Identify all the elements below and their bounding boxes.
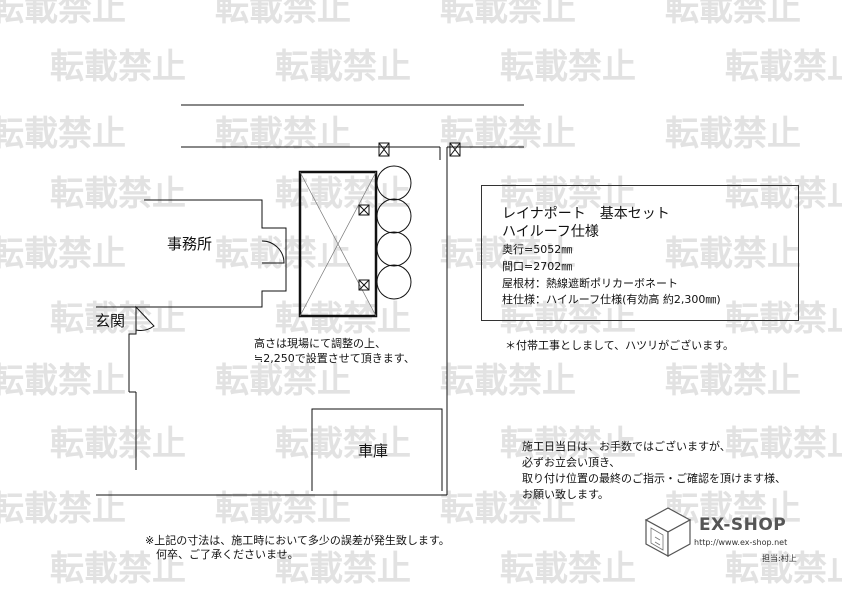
watermark-text: 転載禁止 <box>215 234 351 274</box>
plant-circle <box>376 165 412 201</box>
spec-roof: 屋根材：熱線遮断ポリカーボネート <box>502 277 678 290</box>
watermark-text: 転載禁止 <box>215 489 351 529</box>
watermark-text: 転載禁止 <box>725 174 842 214</box>
road-marker-right <box>449 142 461 157</box>
dimension-note-line1: ※上記の寸法は、施工時において多少の誤差が発生致します。 <box>145 534 450 547</box>
watermark-text: 転載禁止 <box>0 361 126 401</box>
watermark-text: 転載禁止 <box>440 0 576 29</box>
spec-post: 柱仕様：ハイルーフ仕様(有効高 約2,300㎜) <box>502 293 721 306</box>
watermark-text: 転載禁止 <box>50 174 186 214</box>
spec-subtitle: ハイルーフ仕様 <box>502 224 599 240</box>
watermark-text: 転載禁止 <box>0 0 126 29</box>
carport-post-bottom-left <box>358 279 370 291</box>
watermark-text: 転載禁止 <box>500 424 636 464</box>
watermark-text: 転載禁止 <box>725 424 842 464</box>
install-note-line4: お願い致します。 <box>522 488 609 501</box>
carport-outline <box>298 170 378 318</box>
logo-brand: EX-SHOP <box>699 515 787 535</box>
spec-width: 間口=2702㎜ <box>502 260 573 273</box>
watermark-text: 転載禁止 <box>0 114 126 154</box>
watermark-text: 転載禁止 <box>215 0 351 29</box>
dimension-note-line2: 何卒、ご了承くださいませ。 <box>156 548 299 561</box>
watermark-text: 転載禁止 <box>50 549 186 589</box>
entrance-label: 玄関 <box>95 312 126 330</box>
watermark-text: 転載禁止 <box>275 549 411 589</box>
plant-circle <box>376 231 412 267</box>
watermark-text: 転載禁止 <box>665 114 801 154</box>
watermark-text: 転載禁止 <box>725 47 842 87</box>
watermark-text: 転載禁止 <box>500 299 636 339</box>
logo-url: http://www.ex-shop.net <box>694 538 788 547</box>
building-outline <box>96 199 287 308</box>
plant-circle <box>376 264 412 300</box>
watermark-text: 転載禁止 <box>0 489 126 529</box>
carport-post-top-left <box>358 204 370 216</box>
carport-cross-2 <box>299 171 377 317</box>
road-marker-left <box>378 142 390 157</box>
staff-label: 担当:村上 <box>762 554 797 563</box>
watermark-text: 転載禁止 <box>500 47 636 87</box>
watermark-text: 転載禁止 <box>50 47 186 87</box>
install-note-line3: 取り付け位置の最終のご指示・ご確認を頂けます様、 <box>522 472 786 485</box>
office-door-swing <box>261 240 285 264</box>
watermark-text: 転載禁止 <box>275 174 411 214</box>
install-note-line1: 施工日当日は、お手数ではございますが、 <box>522 440 731 453</box>
spec-box <box>481 185 799 321</box>
watermark-text: 転載禁止 <box>665 361 801 401</box>
watermark-text: 転載禁止 <box>440 361 576 401</box>
watermark-text: 転載禁止 <box>275 424 411 464</box>
watermark-text: 転載禁止 <box>500 174 636 214</box>
watermark-text: 転載禁止 <box>0 234 126 274</box>
height-note-line2: ≒2,250で設置させて頂きます、 <box>254 352 415 365</box>
ex-shop-logo-icon <box>644 507 692 558</box>
watermark-text: 転載禁止 <box>440 234 576 274</box>
garage-label: 車庫 <box>358 442 389 460</box>
entrance-door-swing <box>135 305 155 331</box>
install-note-line2: 必ずお立会い頂き、 <box>522 456 621 469</box>
garage-outline <box>311 408 443 491</box>
watermark-text: 転載禁止 <box>50 299 186 339</box>
extra-work-note: ＊付帯工事としまして、ハツリがございます。 <box>505 339 735 352</box>
watermark-text: 転載禁止 <box>215 114 351 154</box>
watermark-text: 転載禁止 <box>500 549 636 589</box>
watermark-text: 転載禁止 <box>215 361 351 401</box>
spec-depth: 奥行=5052㎜ <box>502 243 573 256</box>
watermark-text: 転載禁止 <box>275 47 411 87</box>
spec-title: レイナポート 基本セット <box>502 206 670 222</box>
office-label: 事務所 <box>167 235 213 253</box>
watermark-text: 転載禁止 <box>665 234 801 274</box>
watermark-text: 転載禁止 <box>665 0 801 29</box>
height-note-line1: 高さは現場にて調整の上、 <box>254 337 386 350</box>
plant-circle <box>376 198 412 234</box>
watermark-text: 転載禁止 <box>725 299 842 339</box>
watermark-text: 転載禁止 <box>50 424 186 464</box>
watermark-text: 転載禁止 <box>725 549 842 589</box>
watermark-text: 転載禁止 <box>275 299 411 339</box>
watermark-text: 転載禁止 <box>440 489 576 529</box>
